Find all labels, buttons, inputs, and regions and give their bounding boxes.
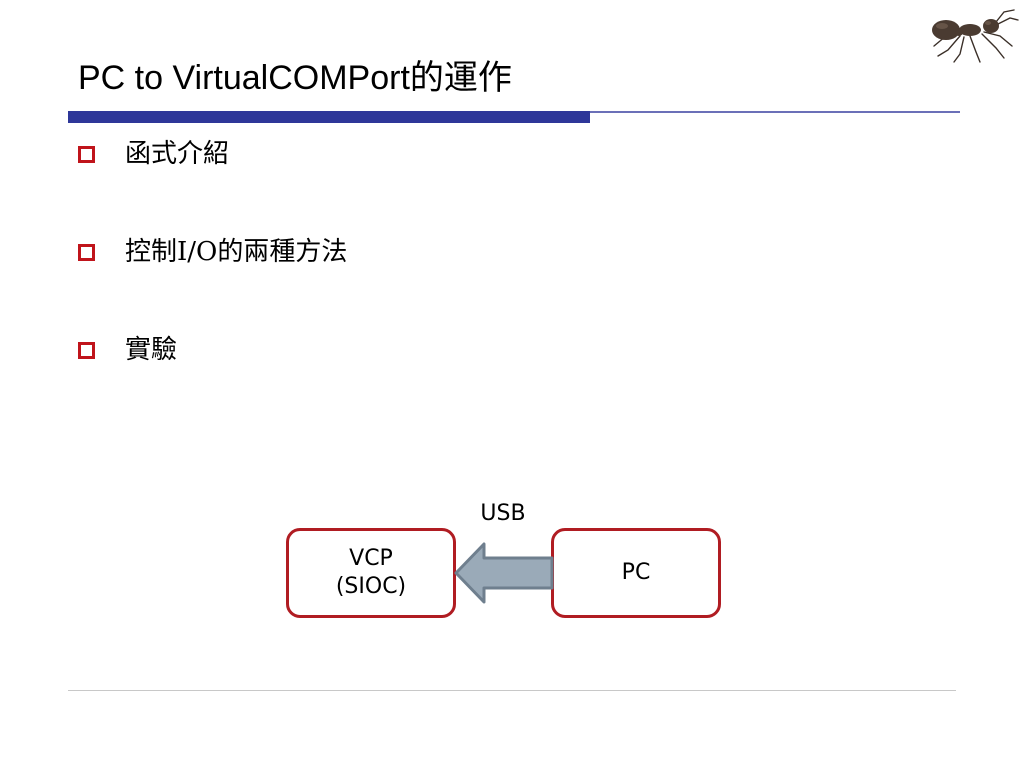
title-underline-bar: [68, 111, 590, 123]
title-underline-line: [590, 111, 960, 113]
bullet-item-io-methods: 控制I/O的兩種方法: [78, 236, 347, 268]
bullet-text: 函式介紹: [125, 139, 230, 169]
bullet-text: 控制I/O的兩種方法: [125, 237, 348, 267]
left-arrow-icon: [454, 542, 554, 604]
footer-divider: [68, 690, 956, 691]
square-bullet-icon: [78, 243, 95, 261]
vcp-node: VCP (SIOC): [286, 528, 456, 618]
bullet-list: 函式介紹 控制I/O的兩種方法 實驗: [78, 138, 347, 432]
pc-node: PC: [551, 528, 721, 618]
ant-icon: [932, 9, 1019, 63]
bullet-item-experiment: 實驗: [78, 334, 347, 366]
bullet-item-functions: 函式介紹: [78, 138, 347, 170]
square-bullet-icon: [78, 341, 95, 359]
bullet-text: 實驗: [125, 335, 178, 365]
slide-title: PC to VirtualCOMPort的運作: [78, 59, 512, 97]
usb-link-label: USB: [480, 501, 526, 526]
square-bullet-icon: [78, 145, 95, 163]
